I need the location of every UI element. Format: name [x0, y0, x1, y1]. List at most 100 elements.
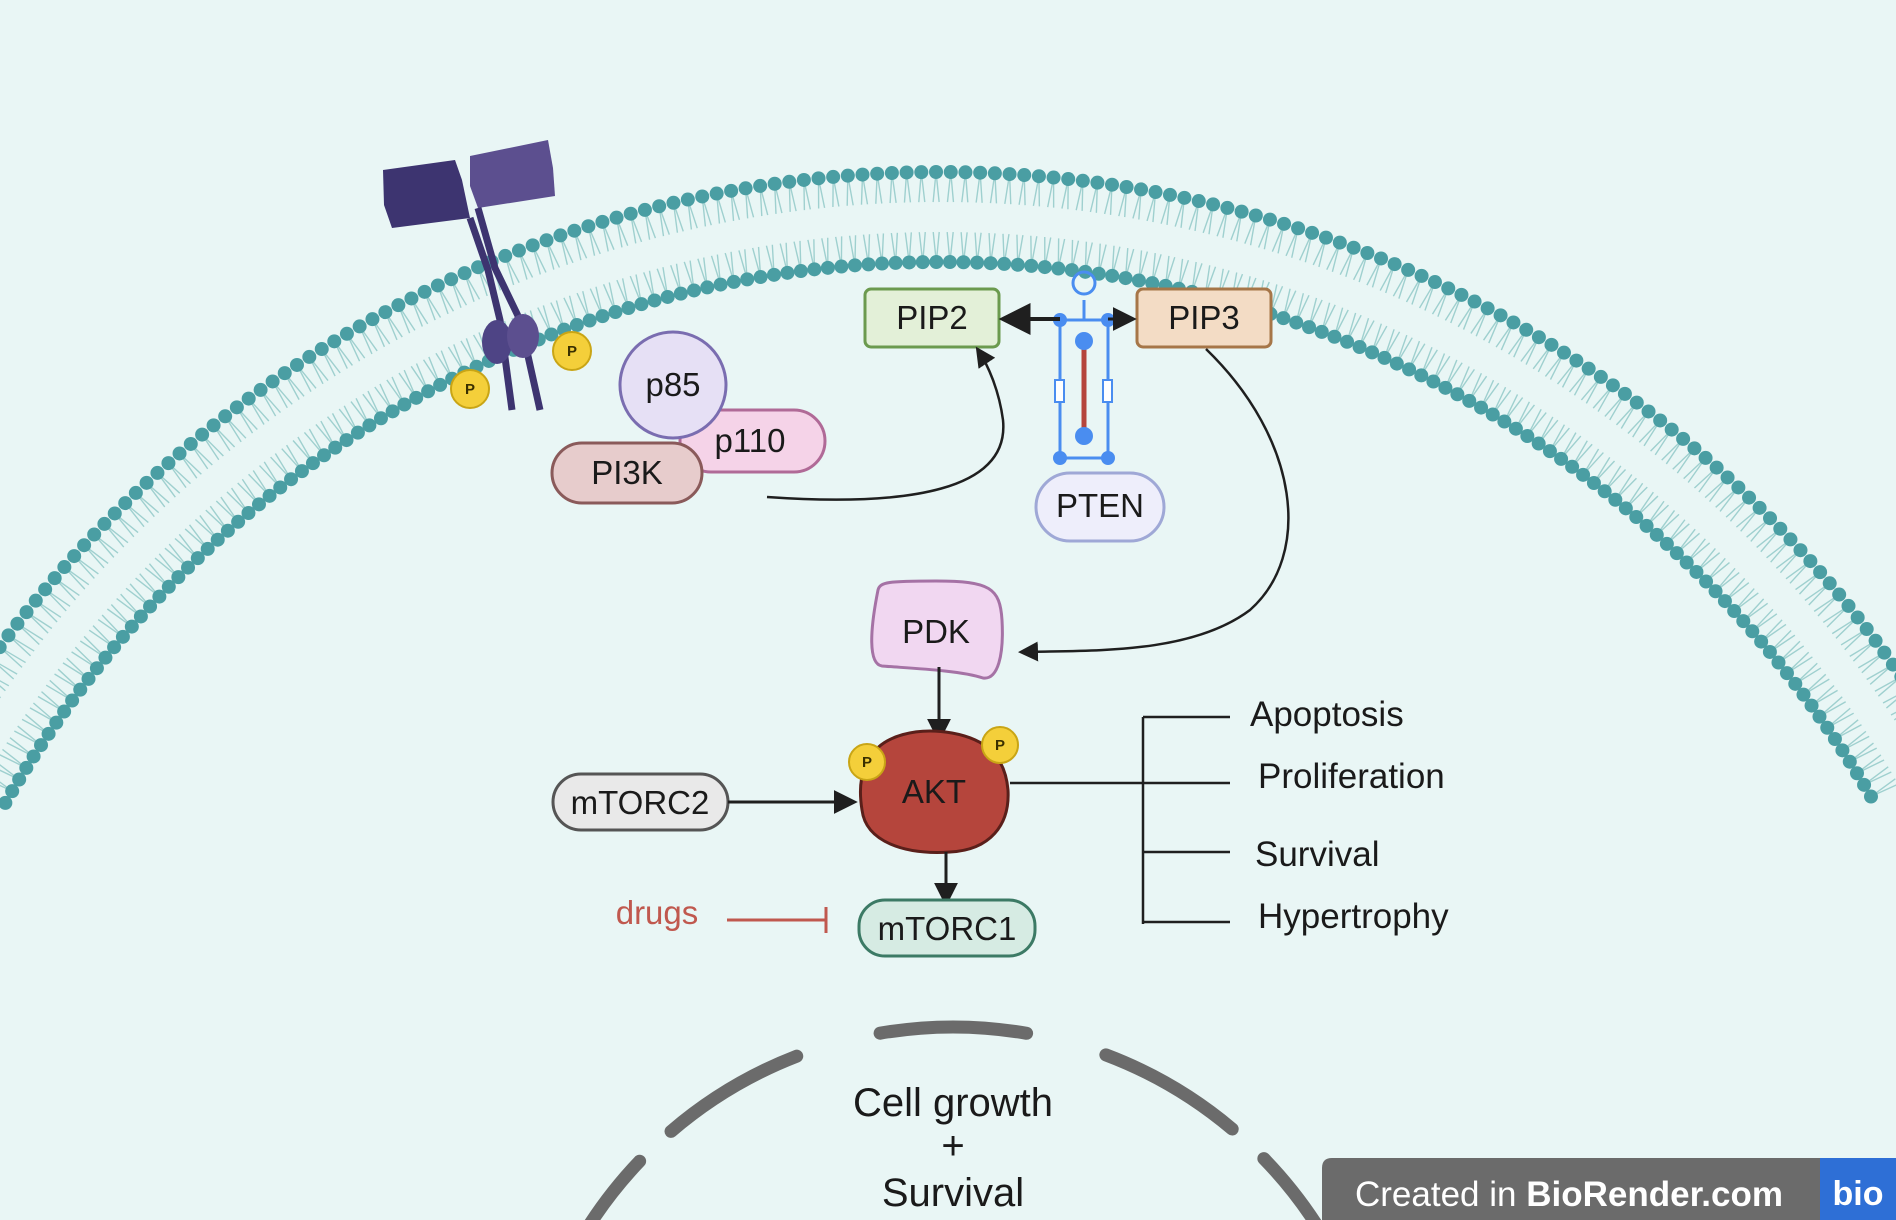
- lipid-head: [1508, 421, 1523, 436]
- lipid-head: [1641, 404, 1656, 419]
- lipid-head: [218, 409, 233, 424]
- lipid-head: [1793, 543, 1808, 558]
- lipid-head: [38, 582, 53, 597]
- lipid-head: [987, 166, 1002, 181]
- lipid-tail: [1044, 177, 1055, 268]
- lipid-head: [767, 176, 782, 191]
- lipid-head: [5, 784, 20, 799]
- lipid-tail: [974, 172, 983, 263]
- lipid-head: [1736, 614, 1751, 629]
- lipid-head: [1360, 245, 1375, 260]
- lipid-tail: [437, 285, 478, 368]
- pip3-node: PIP3: [1135, 287, 1273, 349]
- lipid-head: [1031, 169, 1046, 184]
- lipid-tail: [1480, 329, 1527, 409]
- lipid-head: [811, 171, 826, 186]
- lipid-head: [726, 274, 741, 289]
- lipid-head: [115, 629, 130, 644]
- lipid-head: [1698, 450, 1713, 465]
- lipid-head: [840, 168, 855, 183]
- lipid-tail: [346, 333, 394, 412]
- lipid-tail: [308, 356, 359, 434]
- lipid-tail: [1098, 184, 1113, 274]
- phospho-label: P: [567, 343, 577, 360]
- lipid-head: [724, 183, 739, 198]
- lipid-tail: [1666, 476, 1729, 545]
- lipid-head: [1277, 216, 1292, 231]
- lipid-head: [544, 327, 559, 342]
- lipid-head: [183, 436, 198, 451]
- lipid-head: [1467, 294, 1482, 309]
- lipid-head: [1608, 492, 1623, 507]
- lipid-tail: [1582, 402, 1638, 476]
- lipid-head: [623, 206, 638, 221]
- lipid-head: [709, 186, 724, 201]
- lipid-head: [539, 233, 554, 248]
- lipid-head: [1618, 501, 1633, 516]
- lipid-head: [1820, 720, 1835, 735]
- lipid-head: [118, 496, 133, 511]
- lipid-tail: [1705, 517, 1771, 583]
- lipid-tail: [44, 588, 115, 648]
- lipid-tail: [701, 196, 722, 285]
- lipid-head: [1827, 731, 1842, 746]
- lipid-head: [767, 267, 782, 282]
- lipid-tail: [1715, 528, 1781, 592]
- lipid-tail: [1057, 178, 1069, 269]
- lipid-tail: [875, 173, 885, 264]
- lipid-head: [1742, 490, 1757, 505]
- lipid-tail: [803, 179, 816, 270]
- lipid-tail: [1614, 429, 1673, 501]
- lipid-head: [1565, 459, 1580, 474]
- lipid-head: [1531, 436, 1546, 451]
- lipid-tail: [687, 199, 708, 288]
- lipid-tail: [1295, 237, 1327, 323]
- lipid-head: [997, 256, 1012, 271]
- lipid-head: [1754, 634, 1769, 649]
- pip2-label: PIP2: [896, 299, 968, 336]
- lipid-tail: [54, 577, 124, 638]
- lipid-tail: [658, 206, 682, 294]
- lipid-head: [1118, 271, 1133, 286]
- lipid-head: [1859, 622, 1874, 637]
- lipid-head: [1262, 212, 1277, 227]
- lipid-tail: [1138, 191, 1157, 281]
- lipid-tail: [1071, 180, 1084, 271]
- lipid-head: [956, 255, 971, 270]
- lipid-tail: [1492, 336, 1540, 415]
- lipid-head: [262, 488, 277, 503]
- lipid-tail: [1769, 593, 1840, 653]
- lipid-head: [637, 202, 652, 217]
- lipid-head: [1679, 555, 1694, 570]
- lipid-tail: [1811, 652, 1885, 707]
- lipid-head: [680, 192, 695, 207]
- lipid-tail: [1686, 497, 1750, 564]
- lipid-tail: [1217, 211, 1243, 299]
- lipid-head: [834, 259, 849, 274]
- lipid-head: [1822, 576, 1837, 591]
- lipid-head: [1061, 172, 1076, 187]
- lipid-head: [124, 619, 139, 634]
- lipid-tail: [988, 173, 998, 264]
- lipid-head: [1554, 451, 1569, 466]
- lipid-tail: [103, 523, 170, 588]
- lipid-tail: [1515, 352, 1565, 430]
- lipid-head: [150, 465, 165, 480]
- lipid-head: [10, 616, 25, 631]
- lipid-head: [847, 258, 862, 273]
- lipid-tail: [7, 634, 81, 691]
- outcome-apoptosis: Apoptosis: [1250, 695, 1404, 734]
- watermark-prefix: Created in: [1355, 1175, 1526, 1214]
- p110-shape: [678, 408, 827, 474]
- lipid-head: [327, 334, 342, 349]
- lipid-head: [1248, 208, 1263, 223]
- lipid-head: [73, 682, 88, 697]
- lipid-head: [409, 390, 424, 405]
- lipid-head: [1305, 225, 1320, 240]
- lipid-head: [1709, 460, 1724, 475]
- pi3k-complex: p110 p85 PI3K: [550, 330, 827, 505]
- lipid-head: [97, 516, 112, 531]
- pten-node: PTEN: [1034, 471, 1166, 543]
- lipid-head: [1813, 565, 1828, 580]
- lipid-tail: [1695, 507, 1761, 573]
